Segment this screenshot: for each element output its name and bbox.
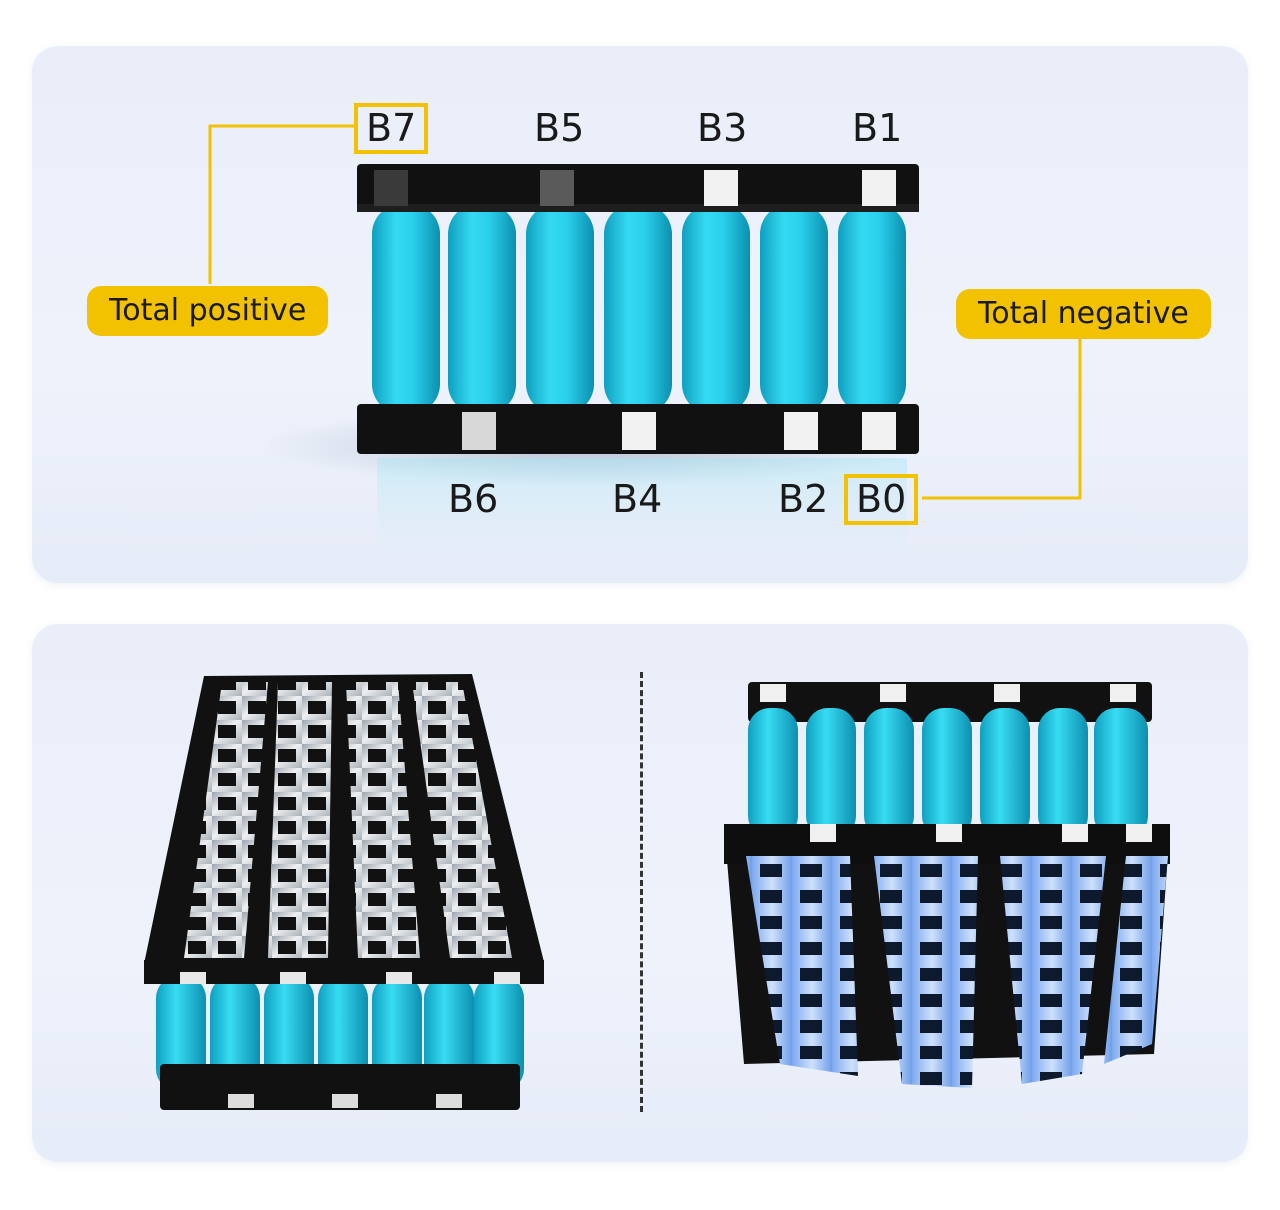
top-cell-holder	[357, 164, 919, 212]
strip-tab	[622, 412, 656, 450]
nickel-strip	[268, 682, 332, 958]
cell	[604, 204, 672, 414]
strip-tab	[862, 170, 896, 206]
terminal-label-b7: B7	[354, 103, 429, 154]
strip-tab	[374, 170, 408, 206]
cell	[838, 204, 906, 414]
view-divider	[640, 672, 643, 1112]
cell-row-left	[156, 976, 524, 1091]
nickel-strip	[412, 682, 512, 958]
terminal-label-b5: B5	[534, 106, 585, 150]
nickel-strip	[184, 682, 268, 958]
cell	[526, 204, 594, 414]
nickel-strip	[1104, 856, 1168, 1064]
terminal-label-b2: B2	[778, 477, 829, 521]
cell	[372, 204, 440, 414]
floor-reflection	[377, 458, 907, 583]
bottom-cell-holder	[357, 404, 919, 454]
positive-leader-line	[208, 124, 356, 284]
cell-row-right	[748, 708, 1148, 838]
cell	[760, 204, 828, 414]
battery-perspective-views	[144, 674, 1170, 1110]
pack-top-perspective-view	[144, 674, 544, 1110]
strip-tab	[462, 412, 496, 450]
total-positive-label: Total positive	[87, 286, 329, 336]
cell	[448, 204, 516, 414]
nickel-strip	[746, 856, 858, 1076]
terminal-label-b1: B1	[852, 106, 903, 150]
negative-leader-line	[922, 338, 1082, 500]
strip-tab	[862, 412, 896, 450]
terminal-label-b0: B0	[844, 474, 919, 525]
terminal-label-b4: B4	[612, 477, 663, 521]
battery-front-view	[208, 124, 1082, 583]
front-view-panel: B7 B5 B3 B1 B6 B4 B2 B0 Total positive T…	[32, 46, 1248, 583]
terminal-label-b6: B6	[448, 477, 499, 521]
terminal-label-b3: B3	[697, 106, 748, 150]
nickel-strip	[346, 682, 420, 958]
strip-tab	[540, 170, 574, 206]
pack-side-perspective-view	[724, 682, 1170, 1088]
total-negative-label: Total negative	[956, 289, 1211, 339]
cell-row-front	[372, 204, 906, 414]
perspective-views-panel	[32, 624, 1248, 1162]
strip-tab	[784, 412, 818, 450]
cell	[682, 204, 750, 414]
strip-tab	[704, 170, 738, 206]
nickel-strip	[1000, 856, 1106, 1084]
nickel-strip	[874, 856, 978, 1088]
